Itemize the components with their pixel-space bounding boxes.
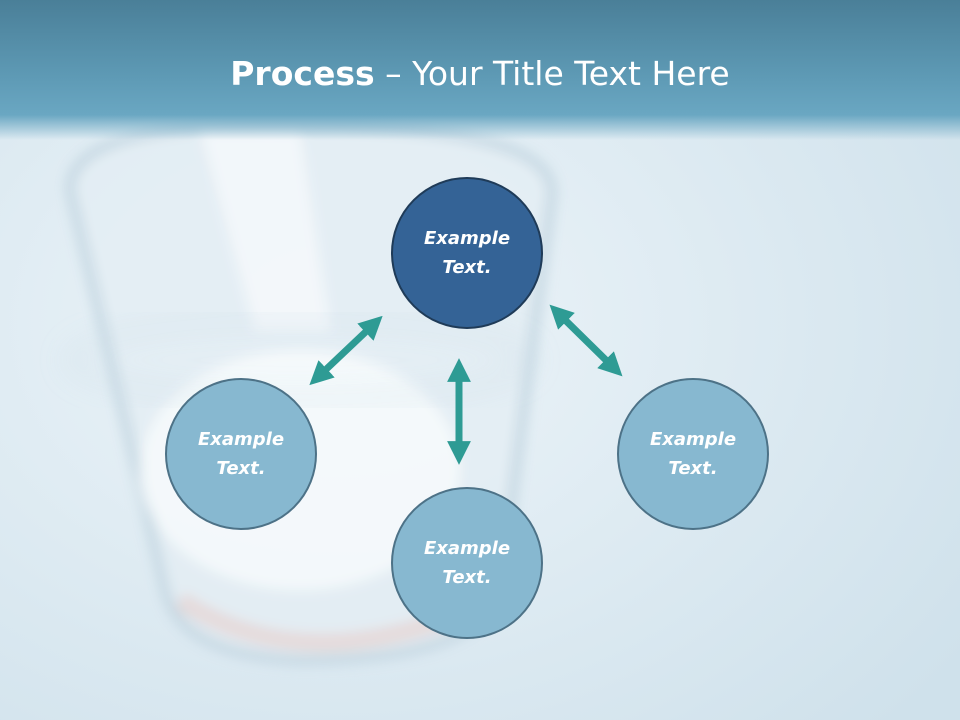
node-right-label: Example Text. [649, 429, 737, 479]
arrow-top-left [309, 315, 383, 386]
arrow-top-right [549, 304, 623, 377]
slide-title: Process – Your Title Text Here [0, 52, 960, 96]
title-bold: Process [230, 54, 375, 93]
title-rest: – Your Title Text Here [374, 54, 730, 93]
node-bottom-label: Example Text. [423, 538, 511, 588]
node-top: Example Text. [391, 177, 543, 329]
node-left-label: Example Text. [197, 429, 285, 479]
title-band [0, 0, 960, 140]
node-right: Example Text. [617, 378, 769, 530]
node-bottom: Example Text. [391, 487, 543, 639]
node-top-label: Example Text. [423, 228, 511, 278]
node-left: Example Text. [165, 378, 317, 530]
